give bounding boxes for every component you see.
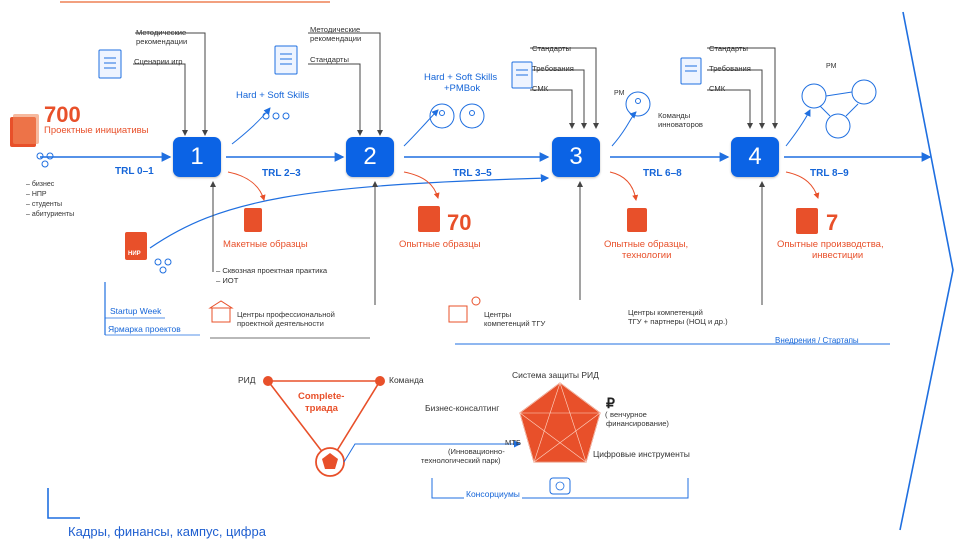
output-4-line1: Опытные производства,	[777, 239, 884, 250]
eco-venture-line2: финансирование)	[606, 419, 669, 428]
stage-1-number: 1	[190, 143, 204, 170]
eco-digital: Цифровые инструменты	[593, 449, 690, 459]
center-2-line2: компетенций ТГУ	[484, 319, 546, 328]
eco-consulting: Бизнес-консалтинг	[425, 403, 500, 413]
stage-4-box: 4	[731, 137, 779, 177]
source-business: – бизнес	[26, 181, 55, 188]
triad-title-line1: Complete-	[298, 391, 345, 402]
project-fair-link: Ярмарка проектов	[108, 324, 181, 334]
output-2-count: 70	[447, 210, 472, 235]
pm-label-4: PM	[826, 63, 837, 70]
source-npr: – НПР	[26, 191, 47, 198]
skills-s2-line1: Hard + Soft Skills	[424, 72, 498, 83]
implementation-chevron	[899, 11, 954, 531]
eco-venture-symbol: ₽	[606, 395, 615, 411]
s1-input-line2: рекомендации	[136, 37, 188, 46]
footer-title: Кадры, финансы, кампус, цифра	[68, 524, 266, 539]
practice-line2: – ИОТ	[216, 276, 239, 285]
trl-label-4: TRL 6–8	[643, 168, 682, 179]
stage-1-box: 1	[173, 137, 221, 177]
triad-rid: РИД	[238, 375, 256, 385]
pm-label-3: PM	[614, 90, 625, 97]
triad-title-line2: триада	[305, 403, 338, 414]
trl-label-1: TRL 0–1	[115, 166, 154, 177]
eco-rid-protection: Система защиты РИД	[512, 370, 599, 380]
eco-consortia: Консорциумы	[464, 489, 522, 499]
stage-2-box: 2	[346, 137, 394, 177]
output-3-line2: технологии	[622, 250, 672, 261]
s1-input-line3: Сценарии игр	[134, 57, 183, 66]
implementation-label: Внедрения / Стартапы	[775, 336, 859, 345]
s4-input-line1: Стандарты	[709, 44, 748, 53]
output-1: Макетные образцы	[223, 239, 308, 250]
s4-input-line3: СМК	[709, 84, 726, 93]
s2-input-line3: Стандарты	[310, 55, 349, 64]
ecosystem-pentagon	[519, 382, 601, 463]
output-3-line1: Опытные образцы,	[604, 239, 689, 250]
stage-2-number: 2	[363, 143, 377, 170]
startup-week-link: Startup Week	[110, 306, 162, 316]
stage-3-number: 3	[569, 143, 583, 170]
center-1-line2: проектной деятельности	[237, 319, 324, 328]
nir-flow-arrow	[149, 174, 550, 249]
eco-mtb-line3: технологический парк)	[421, 456, 501, 465]
trl-label-final: TRL 8–9	[810, 168, 849, 179]
output-4-count: 7	[826, 210, 839, 235]
eco-mtb-line1: МТБ	[505, 438, 521, 447]
triad-triangle	[266, 380, 382, 464]
output-2: Опытные образцы	[399, 239, 481, 250]
s2-input-line2: рекомендации	[310, 34, 362, 43]
initiatives-label: Проектные инициативы	[44, 125, 149, 136]
trl-label-3: TRL 3–5	[453, 168, 492, 179]
teams-line1: Команды	[658, 111, 691, 120]
initiatives-count: 700	[44, 102, 81, 127]
triad-team: Команда	[389, 375, 424, 385]
eco-venture-prefix: (	[605, 410, 608, 419]
skills-s2-line2: +PMBok	[444, 83, 481, 94]
output-4-line2: инвестиции	[812, 250, 864, 261]
center-1-line1: Центры профессиональной	[237, 310, 335, 319]
teams-line2: инноваторов	[658, 120, 703, 129]
source-applicants: – абитуриенты	[26, 211, 75, 218]
s3-input-line2: Требования	[532, 64, 574, 73]
center-2-line1: Центры	[484, 310, 512, 319]
stage-4-number: 4	[748, 143, 762, 170]
center-3-line1: Центры компетенций	[628, 308, 703, 317]
stage-3-box: 3	[552, 137, 600, 177]
s1-input-line1: Методические	[136, 28, 187, 37]
eco-mtb-line2: (Инновационно-	[448, 447, 505, 456]
trl-label-2: TRL 2–3	[262, 168, 301, 179]
skills-s1: Hard + Soft Skills	[236, 90, 310, 101]
nir-badge: НИР	[128, 251, 141, 257]
s3-input-line3: СМК	[532, 84, 549, 93]
s4-input-line2: Требования	[709, 64, 751, 73]
practice-line1: – Сквозная проектная практика	[216, 266, 328, 275]
s3-input-line1: Стандарты	[532, 44, 571, 53]
center-3-line2: ТГУ + партнеры (НОЦ и др.)	[628, 317, 728, 326]
eco-venture-line1: венчурное	[610, 410, 647, 419]
source-students: – студенты	[26, 201, 62, 208]
s2-input-line1: Методические	[310, 25, 361, 34]
